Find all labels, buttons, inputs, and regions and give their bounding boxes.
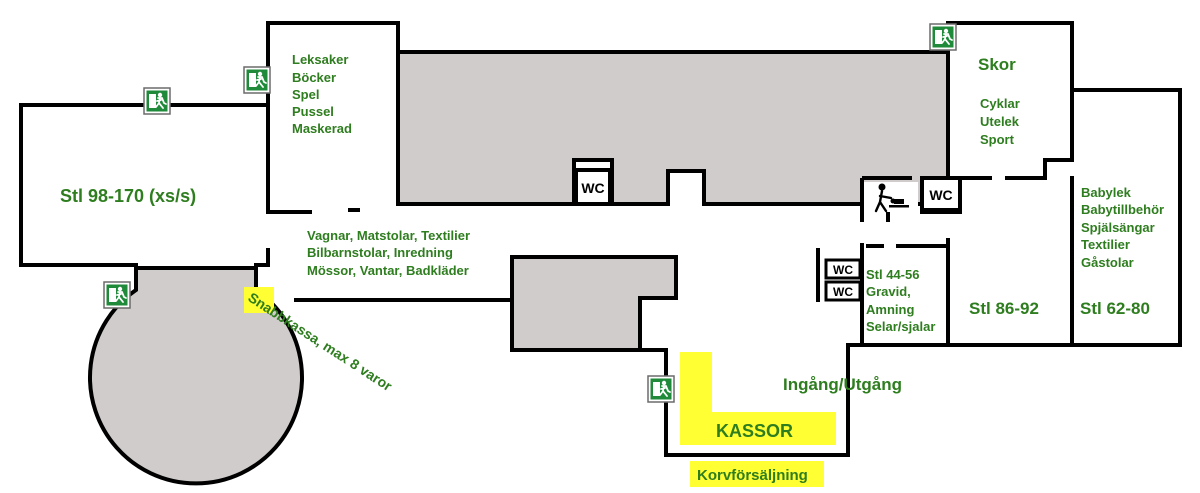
express-checkout-marker [244, 287, 274, 313]
hotdog-stand-marker [690, 461, 824, 487]
emergency-exit-icon [143, 87, 171, 115]
emergency-exit-icon [243, 66, 271, 94]
wc-right: WC [920, 176, 962, 212]
shelf-blocks [88, 50, 950, 486]
emergency-exit-icon [929, 23, 957, 51]
zone-baby-3: Spjälsängar [1081, 220, 1155, 235]
zone-prams-1: Vagnar, Matstolar, Textilier [307, 228, 470, 243]
emergency-exit-icon [103, 281, 131, 309]
svg-text:WC: WC [581, 180, 604, 196]
baby-changing-icon [864, 182, 918, 213]
zone-sizes-62-80: Stl 62-80 [1080, 299, 1150, 318]
zone-prams-3: Mössor, Vantar, Badkläder [307, 263, 469, 278]
wc-center: WC [574, 168, 612, 206]
zone-maternity-2: Gravid, [866, 284, 911, 299]
middle-block [510, 255, 678, 352]
zone-baby-2: Babytillbehör [1081, 202, 1164, 217]
zone-toys-3: Spel [292, 87, 319, 102]
zone-outdoor-2: Utelek [980, 114, 1020, 129]
walls [19, 21, 1182, 457]
zone-toys-4: Pussel [292, 104, 334, 119]
wc-small-top: WC [824, 258, 862, 280]
center-block [396, 50, 950, 206]
zone-toys-5: Maskerad [292, 121, 352, 136]
zone-maternity-4: Selar/sjalar [866, 319, 935, 334]
zone-toys-1: Leksaker [292, 52, 348, 67]
svg-text:WC: WC [833, 263, 853, 277]
wc-small-bottom: WC [824, 280, 862, 302]
zone-outdoor-3: Sport [980, 132, 1015, 147]
entrance-label: Ingång/Utgång [783, 375, 902, 394]
checkout-label: KASSOR [716, 421, 793, 441]
zone-prams-2: Bilbarnstolar, Inredning [307, 245, 453, 260]
zone-baby-4: Textilier [1081, 237, 1130, 252]
zone-maternity-1: Stl 44-56 [866, 267, 919, 282]
checkout-area [680, 352, 836, 445]
zone-baby-1: Babylek [1081, 185, 1132, 200]
emergency-exit-icon [647, 375, 675, 403]
round-block [88, 266, 304, 486]
zone-sizes-98-170: Stl 98-170 (xs/s) [60, 186, 196, 206]
zone-baby-5: Gåstolar [1081, 255, 1134, 270]
svg-text:WC: WC [833, 285, 853, 299]
zone-sizes-86-92: Stl 86-92 [969, 299, 1039, 318]
zone-toys-2: Böcker [292, 70, 336, 85]
zone-outdoor-1: Cyklar [980, 96, 1020, 111]
zone-maternity-3: Amning [866, 302, 914, 317]
zone-shoes: Skor [978, 55, 1016, 74]
svg-text:WC: WC [929, 187, 952, 203]
hotdog-label: Korvförsäljning [697, 467, 808, 484]
